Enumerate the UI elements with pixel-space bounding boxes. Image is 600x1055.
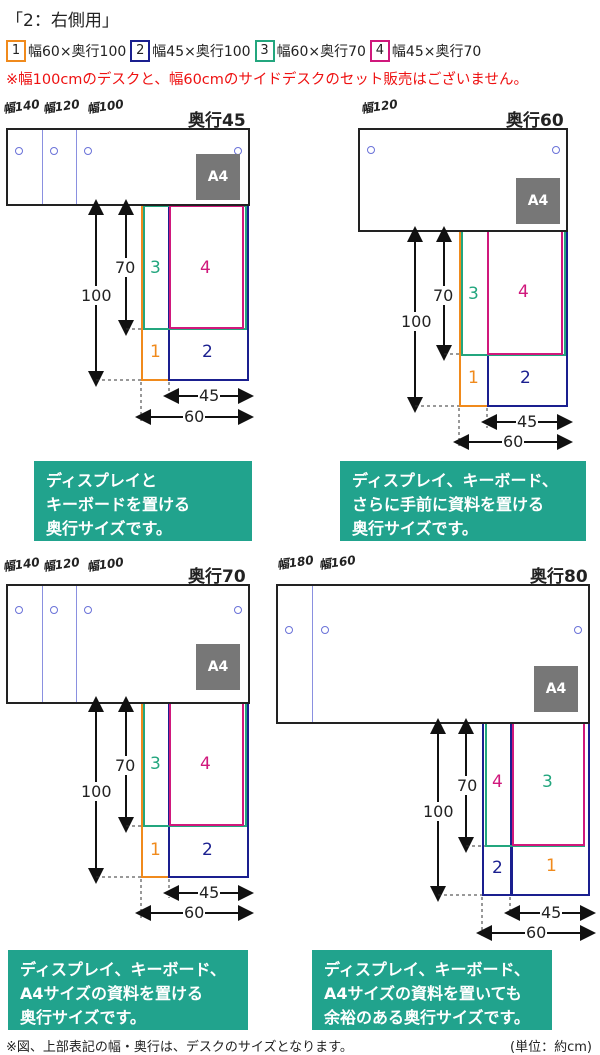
hole-icon [285, 626, 293, 634]
box-number-3: 3 [150, 258, 161, 278]
divider-line [42, 586, 43, 702]
dim-45: 45 [540, 903, 563, 922]
legend-text-3: 幅60×奥行70 [276, 44, 366, 60]
page-title: 「2：右側用」 [6, 11, 119, 31]
legend-text-2: 幅45×奥行100 [152, 44, 251, 60]
dim-70: 70 [432, 286, 455, 305]
box-number-4: 4 [200, 754, 211, 774]
dim-100: 100 [80, 782, 113, 801]
caption-box: ディスプレイと キーボードを置ける 奥行サイズです。 [34, 461, 252, 541]
caption-line: キーボードを置ける [46, 495, 191, 514]
box-number-4: 4 [492, 772, 503, 792]
legend-text-1: 幅60×奥行100 [28, 44, 127, 60]
a4-paper: A4 [196, 154, 240, 200]
divider-line [312, 586, 313, 722]
dim-60: 60 [525, 923, 548, 942]
a4-paper: A4 [196, 644, 240, 690]
hole-icon [50, 606, 58, 614]
desk: A4 [6, 128, 250, 206]
box-number-2: 2 [202, 840, 213, 860]
hole-icon [15, 606, 23, 614]
hole-icon [552, 146, 560, 154]
caption-line: 奥行サイズです。 [46, 519, 172, 538]
dim-70: 70 [114, 258, 137, 277]
box-number-2: 2 [492, 858, 503, 878]
dim-70: 70 [456, 776, 479, 795]
depth-label: 奥行60 [506, 111, 564, 131]
dim-60: 60 [183, 407, 206, 426]
legend-num-1: 1 [6, 40, 26, 62]
dim-45: 45 [198, 883, 221, 902]
desk: A4 [6, 584, 250, 704]
a4-paper: A4 [516, 178, 560, 224]
hole-icon [367, 146, 375, 154]
box-number-1: 1 [150, 840, 161, 860]
depth-label: 奥行80 [530, 567, 588, 587]
depth-label: 奥行70 [188, 567, 246, 587]
box-number-2: 2 [202, 342, 213, 362]
hole-icon [574, 626, 582, 634]
divider-line [42, 130, 43, 204]
legend-num-2: 2 [130, 40, 151, 62]
box-number-3: 3 [150, 754, 161, 774]
caption-box: ディスプレイ、キーボード、 A4サイズの資料を置ける 奥行サイズです。 [8, 950, 248, 1030]
box-number-4: 4 [518, 282, 529, 302]
hole-icon [321, 626, 329, 634]
caption-box: ディスプレイ、キーボード、 さらに手前に資料を置ける 奥行サイズです。 [340, 461, 586, 541]
divider-line [76, 130, 77, 204]
a4-paper: A4 [534, 666, 578, 712]
box-number-3: 3 [468, 284, 479, 304]
hole-icon [84, 606, 92, 614]
dim-100: 100 [422, 802, 455, 821]
caption-box: ディスプレイ、キーボード、 A4サイズの資料を置いても 余裕のある奥行サイズです… [312, 950, 552, 1030]
caption-line: ディスプレイと [46, 471, 157, 490]
footnote: ※図、上部表記の幅・奥行は、デスクのサイズとなります。 [6, 1040, 353, 1055]
caption-line: 奥行サイズです。 [352, 519, 478, 538]
caption-line: ディスプレイ、キーボード、 [324, 960, 530, 979]
legend-text-4: 幅45×奥行70 [391, 44, 482, 60]
dim-100: 100 [80, 286, 113, 305]
hole-icon [234, 606, 242, 614]
dim-45: 45 [198, 386, 221, 405]
caption-line: A4サイズの資料を置いても [324, 984, 522, 1003]
dim-70: 70 [114, 756, 137, 775]
box-number-1: 1 [546, 856, 557, 876]
caption-line: さらに手前に資料を置ける [352, 495, 545, 514]
hole-icon [84, 147, 92, 155]
hole-icon [50, 147, 58, 155]
hole-icon [15, 147, 23, 155]
caption-line: 余裕のある奥行サイズです。 [324, 1008, 530, 1027]
box-number-1: 1 [468, 368, 479, 388]
dim-45: 45 [516, 412, 539, 431]
caption-line: ディスプレイ、キーボード、 [20, 960, 226, 979]
notice-text: ※幅100cmのデスクと、幅60cmのサイドデスクのセット販売はございません。 [6, 72, 528, 88]
divider-line [76, 586, 77, 702]
legend-num-3: 3 [254, 40, 275, 62]
box-number-4: 4 [200, 258, 211, 278]
dim-60: 60 [502, 432, 525, 451]
dim-100: 100 [400, 312, 433, 331]
unit-note: (単位：約cm) [510, 1040, 592, 1055]
box-number-3: 3 [542, 772, 553, 792]
dim-60: 60 [183, 903, 206, 922]
box-number-2: 2 [520, 368, 531, 388]
caption-line: ディスプレイ、キーボード、 [352, 471, 558, 490]
box-4 [169, 205, 244, 329]
legend-num-4: 4 [369, 40, 390, 62]
caption-line: 奥行サイズです。 [20, 1008, 146, 1027]
desk: A4 [358, 128, 568, 232]
depth-label: 奥行45 [188, 111, 246, 131]
box-number-1: 1 [150, 342, 161, 362]
caption-line: A4サイズの資料を置ける [20, 984, 204, 1003]
